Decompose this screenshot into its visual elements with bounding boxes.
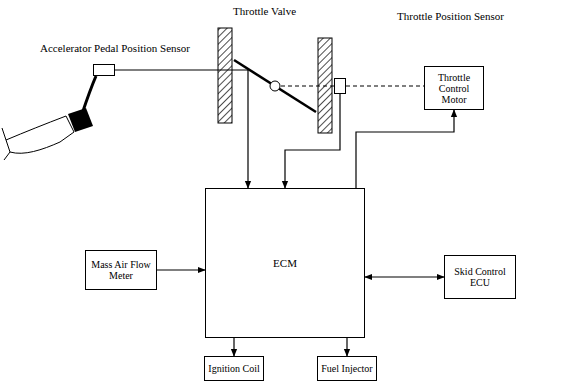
sensor-label: Accelerator Pedal Position Sensor (39, 43, 191, 54)
output-box: Fuel Injector (317, 356, 377, 381)
signal-line (346, 338, 347, 356)
shaft-line (281, 86, 334, 87)
box-label: ECM (273, 257, 297, 269)
sensor-box: Accelerator Pedal Position Sensor (93, 64, 115, 76)
driver-shoe (6, 116, 74, 153)
box-label: Fuel Injector (321, 363, 372, 374)
linkage-line (346, 85, 424, 86)
signal-line (115, 70, 248, 188)
sensor-box: Throttle Position Sensor (334, 78, 346, 94)
box-label: Skid Control ECU (445, 266, 515, 288)
actuator-box: Throttle Control Motor (424, 66, 484, 110)
throttle-valve (218, 28, 334, 133)
ecm-box: ECM (205, 188, 365, 338)
part-label: Throttle Valve (232, 6, 297, 17)
ecu-box: Skid Control ECU (444, 255, 516, 299)
signal-line (356, 110, 454, 188)
box-label: Throttle Control Motor (425, 72, 483, 105)
signal-line (365, 276, 444, 277)
pedal-arm (82, 76, 96, 114)
box-label: Mass Air Flow Meter (86, 259, 156, 281)
input-box: Mass Air Flow Meter (85, 250, 157, 290)
throttle-bore-wall (218, 28, 232, 123)
output-box: Ignition Coil (204, 356, 264, 381)
driver-leg (2, 128, 10, 160)
box-label: Ignition Coil (208, 363, 259, 374)
throttle-shaft (270, 81, 280, 91)
accelerator-pedal (2, 76, 96, 160)
signal-line (233, 338, 234, 356)
signal-line (157, 269, 205, 270)
sensor-label: Throttle Position Sensor (396, 11, 505, 22)
signal-line (285, 94, 340, 188)
